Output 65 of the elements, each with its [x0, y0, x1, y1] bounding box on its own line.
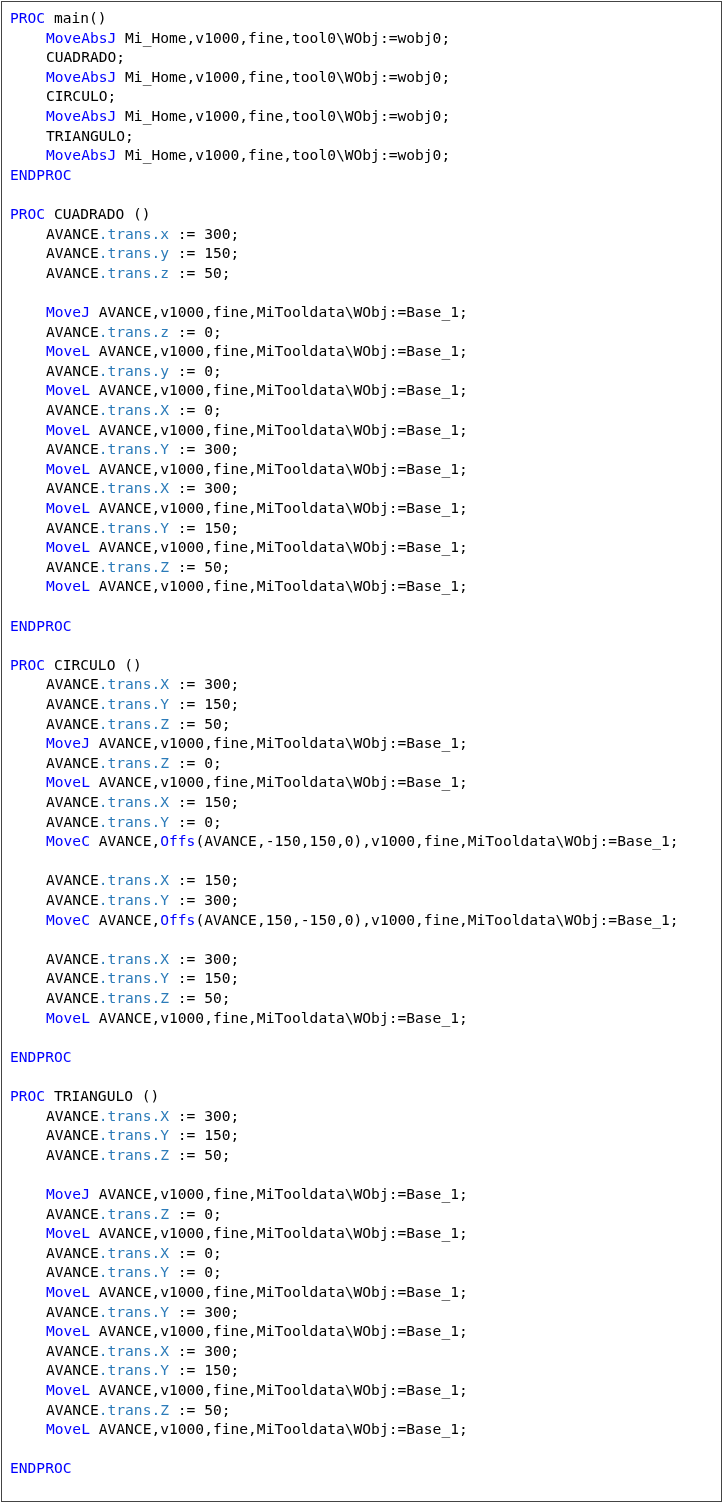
code-line: TRIANGULO;	[46, 125, 134, 146]
code-line: MoveAbsJ Mi_Home,v1000,fine,tool0\WObj:=wobj0;	[46, 145, 451, 166]
code-line: MoveL AVANCE,v1000,fine,MiTooldata\WObj:=Base_1;	[46, 458, 468, 479]
code-line: MoveL AVANCE,v1000,fine,MiTooldata\WObj:=Base_1;	[46, 498, 468, 518]
code-line: AVANCE.trans.X := 300;	[46, 1340, 240, 1361]
code-line: AVANCE.trans.Z := 50;	[46, 988, 231, 1008]
code-line: AVANCE.trans.y := 150;	[46, 243, 240, 264]
code-line: CUADRADO;	[46, 47, 126, 68]
code-line: MoveJ AVANCE,v1000,fine,MiTooldata\WObj:=Base_1;	[46, 1184, 468, 1204]
code-line: MoveAbsJ Mi_Home,v1000,fine,tool0\WObj:=wobj0;	[46, 27, 451, 48]
code-line: MoveL AVANCE,v1000,fine,MiTooldata\WObj:=Base_1;	[46, 772, 468, 793]
code-line: MoveL AVANCE,v1000,fine,MiTooldata\WObj:=Base_1;	[46, 419, 468, 440]
code-line: AVANCE.trans.Z := 50;	[46, 1399, 231, 1420]
code-line: AVANCE.trans.Y := 0;	[46, 811, 222, 832]
code-line: MoveL AVANCE,v1000,fine,MiTooldata\WObj:=Base_1;	[46, 1007, 468, 1028]
code-line: AVANCE.trans.X := 300;	[46, 948, 240, 969]
code-line: CIRCULO;	[46, 86, 117, 107]
code-line: AVANCE.trans.y := 0;	[46, 360, 222, 381]
code-line: AVANCE.trans.X := 300;	[46, 1105, 240, 1126]
code-line: AVANCE.trans.x := 300;	[46, 223, 240, 244]
code-line: AVANCE.trans.z := 50;	[46, 262, 231, 283]
code-line: ENDPROC	[10, 1458, 72, 1479]
code-line: ENDPROC	[10, 1046, 72, 1067]
code-line: MoveL AVANCE,v1000,fine,MiTooldata\WObj:=Base_1;	[46, 1380, 468, 1400]
code-line: AVANCE.trans.X := 300;	[46, 674, 240, 695]
code-line: AVANCE.trans.X := 0;	[46, 1242, 222, 1263]
code-line: MoveAbsJ Mi_Home,v1000,fine,tool0\WObj:=wobj0;	[46, 66, 451, 87]
code-line: MoveL AVANCE,v1000,fine,MiTooldata\WObj:=Base_1;	[46, 380, 468, 401]
code-line: AVANCE.trans.Y := 150;	[46, 694, 240, 714]
code-line: PROC CUADRADO ()	[10, 204, 151, 224]
code-line: AVANCE.trans.X := 150;	[46, 792, 240, 812]
code-line: AVANCE.trans.Y := 300;	[46, 1301, 240, 1322]
code-line: AVANCE.trans.Y := 300;	[46, 439, 240, 460]
code-line: AVANCE.trans.Z := 0;	[46, 752, 222, 773]
code-line: PROC TRIANGULO ()	[10, 1086, 160, 1106]
code-line: MoveL AVANCE,v1000,fine,MiTooldata\WObj:=Base_1;	[46, 1419, 468, 1440]
code-line: AVANCE.trans.Z := 50;	[46, 1144, 231, 1165]
code-line: AVANCE.trans.X := 0;	[46, 400, 222, 420]
code-line: AVANCE.trans.Y := 150;	[46, 1360, 240, 1381]
code-line: MoveC AVANCE,Offs(AVANCE,150,-150,0),v1000,fine,MiTooldata\WObj:=Base_1;	[46, 909, 679, 930]
code-line: MoveJ AVANCE,v1000,fine,MiTooldata\WObj:=Base_1;	[46, 302, 468, 322]
code-line: AVANCE.trans.X := 300;	[46, 478, 240, 499]
code-line: MoveL AVANCE,v1000,fine,MiTooldata\WObj:=Base_1;	[46, 576, 468, 597]
code-line: MoveAbsJ Mi_Home,v1000,fine,tool0\WObj:=wobj0;	[46, 106, 451, 126]
code-line: AVANCE.trans.Z := 50;	[46, 556, 231, 577]
code-line: AVANCE.trans.Y := 150;	[46, 968, 240, 989]
code-line: AVANCE.trans.Y := 150;	[46, 1125, 240, 1146]
code-line: MoveL AVANCE,v1000,fine,MiTooldata\WObj:=Base_1;	[46, 1321, 468, 1342]
code-line: AVANCE.trans.Y := 0;	[46, 1262, 222, 1283]
code-line: MoveJ AVANCE,v1000,fine,MiTooldata\WObj:=Base_1;	[46, 733, 468, 754]
code-line: AVANCE.trans.Z := 50;	[46, 713, 231, 734]
code-line: MoveL AVANCE,v1000,fine,MiTooldata\WObj:=Base_1;	[46, 1282, 468, 1302]
code-line: MoveL AVANCE,v1000,fine,MiTooldata\WObj:=Base_1;	[46, 537, 468, 558]
code-line: AVANCE.trans.Y := 150;	[46, 517, 240, 538]
code-line: AVANCE.trans.z := 0;	[46, 321, 222, 342]
code-line: ENDPROC	[10, 164, 72, 185]
code-line: ENDPROC	[10, 615, 72, 636]
code-line: PROC main()	[10, 8, 107, 28]
code-line: AVANCE.trans.Z := 0;	[46, 1203, 222, 1224]
code-line: AVANCE.trans.X := 150;	[46, 870, 240, 891]
code-line: MoveL AVANCE,v1000,fine,MiTooldata\WObj:=Base_1;	[46, 341, 468, 362]
code-line: MoveC AVANCE,Offs(AVANCE,-150,150,0),v1000,fine,MiTooldata\WObj:=Base_1;	[46, 831, 679, 852]
code-line: MoveL AVANCE,v1000,fine,MiTooldata\WObj:=Base_1;	[46, 1223, 468, 1244]
code-line: AVANCE.trans.Y := 300;	[46, 890, 240, 910]
code-line: PROC CIRCULO ()	[10, 654, 142, 675]
